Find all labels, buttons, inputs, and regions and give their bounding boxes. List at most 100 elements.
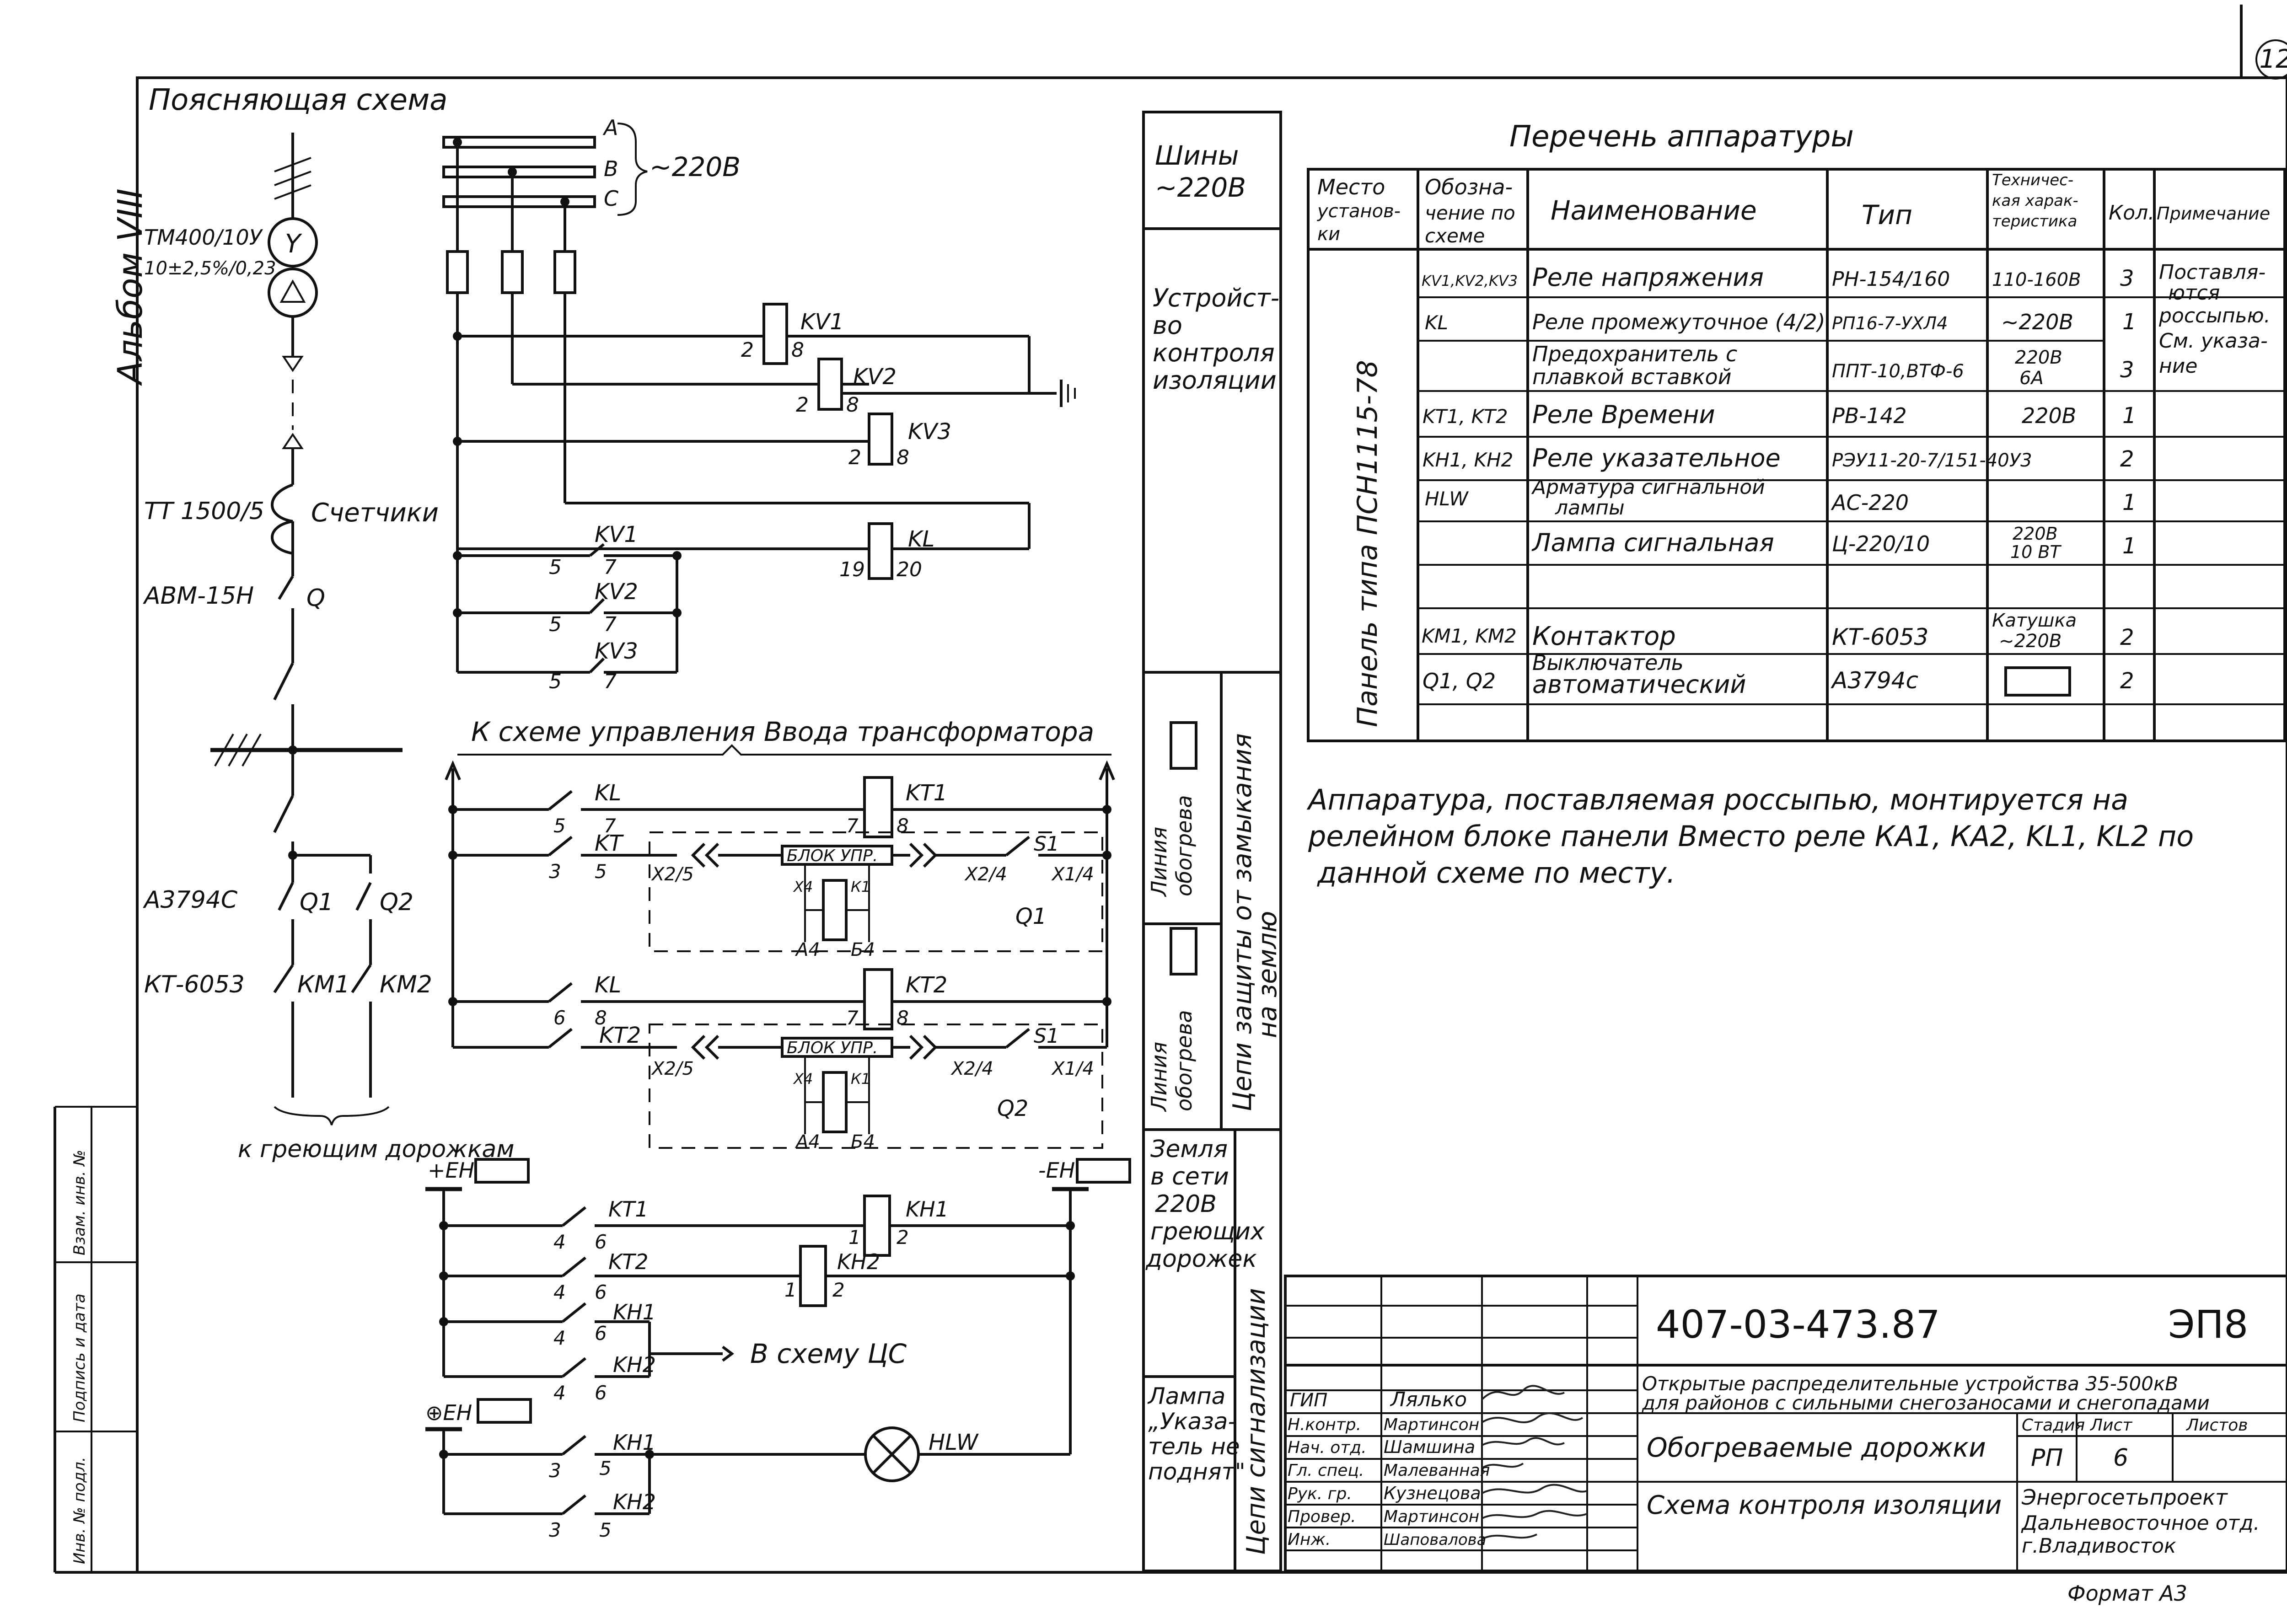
- section-legend: [1142, 111, 1282, 1572]
- row1-code: KV1,KV2,KV3: [1422, 272, 1518, 289]
- row2-name: Реле промежуточное (4/2): [1532, 310, 1825, 334]
- kv3-contact-7: 7: [604, 670, 617, 693]
- q2-x25: X2/5: [651, 1058, 694, 1079]
- kv1-contact-7: 7: [604, 556, 617, 579]
- kv3-term-8: 8: [897, 446, 909, 469]
- kv1-term-2: 2: [741, 338, 754, 362]
- to-paths-label: к греющим дорожкам: [238, 1136, 515, 1163]
- section-earth-4: греющих: [1150, 1218, 1265, 1245]
- kv2-contact-5: 5: [549, 613, 562, 636]
- section-signalling: Цепи сигнализации: [1241, 1288, 1271, 1555]
- plus-eh: +ЕН: [428, 1158, 474, 1183]
- row7-qty: 1: [2122, 533, 2137, 559]
- kv1-label: KV1: [800, 309, 844, 335]
- scheme-title: Поясняющая схема: [149, 83, 447, 117]
- name-nachotd: Шамшина: [1384, 1437, 1475, 1457]
- role-glspec: Гл. спец.: [1288, 1461, 1364, 1480]
- row5-type: РЭУ11-20-7/151-40У3: [1832, 450, 2032, 471]
- breaker-auto-label: А3794С: [143, 886, 238, 914]
- km1-label: КМ1: [297, 971, 350, 998]
- kh2-contact-4: 4: [553, 1382, 566, 1404]
- role-prover: Провер.: [1288, 1507, 1356, 1526]
- remark-5: ние: [2159, 354, 2197, 378]
- relay-kt1-coil: [863, 776, 893, 838]
- relay-kh1-coil: [863, 1195, 891, 1257]
- q2-k1: К1: [851, 1070, 870, 1088]
- stamp-sheet-header: Лист: [2089, 1416, 2132, 1435]
- row3-qty: 3: [2120, 357, 2134, 383]
- kt2-term-8: 8: [897, 1007, 909, 1029]
- format-label: Формат А3: [2067, 1581, 2187, 1606]
- q2-block: БЛОК УПР.: [787, 1039, 878, 1057]
- stamp-project-2: для районов с сильными снегозаносами и с…: [1642, 1392, 2210, 1414]
- equipment-list-title: Перечень аппаратуры: [1509, 120, 1854, 154]
- row10-name-1: Выключатель: [1532, 650, 1684, 675]
- sheet-number-text: 12: [2259, 44, 2287, 74]
- to-cs-note: В схему ЦС: [750, 1338, 907, 1369]
- q1-k1: К1: [851, 878, 870, 895]
- name-gip: Лялько: [1390, 1388, 1467, 1411]
- q1-a4: А4: [795, 939, 820, 960]
- section-lamp-3: тель не: [1148, 1433, 1240, 1460]
- kt2-contact-label: KT2: [599, 1023, 641, 1048]
- row9-char-1: Катушка: [1992, 610, 2077, 631]
- title-block: [1284, 1275, 2287, 1572]
- stamp-sheet-code: ЭП8: [2168, 1302, 2248, 1347]
- kv1-contact-label: KV1: [595, 522, 638, 547]
- section-earth-fault-2: на землю: [1253, 911, 1283, 1038]
- header-char-2: кая харак-: [1992, 192, 2078, 210]
- row1-type: РН-154/160: [1832, 268, 1950, 291]
- kt1-term-7: 7: [846, 815, 859, 837]
- kv2-contact-label: KV2: [595, 579, 638, 605]
- name-prover: Мартинсон: [1384, 1507, 1479, 1526]
- q1-x25: X2/5: [651, 864, 694, 885]
- hlw-label: HLW: [929, 1430, 979, 1455]
- kv3-label: KV3: [908, 419, 951, 445]
- q2-x14: X1/4: [1051, 1058, 1094, 1079]
- album-label: Альбом VIII: [111, 188, 150, 386]
- phase-b: B: [604, 156, 618, 181]
- row4-type: РВ-142: [1832, 403, 1907, 428]
- role-nachotd: Нач. отд.: [1288, 1438, 1367, 1457]
- header-remark: Примечание: [2157, 204, 2270, 224]
- fuse-a: [446, 250, 469, 294]
- note-line-2: релейном блоке панели Вместо реле КА1, К…: [1308, 820, 2194, 853]
- section-lamp-2: „Указа-: [1148, 1408, 1236, 1435]
- section-line-heat-1b: обогрева: [1172, 795, 1197, 896]
- row2-code: KL: [1425, 311, 1448, 334]
- control-block-q1: [781, 845, 893, 866]
- minus-eh-box: [1076, 1158, 1131, 1184]
- section-buses-2: ~220В: [1155, 172, 1246, 203]
- stamp-stage: РП: [2031, 1444, 2063, 1472]
- section-earth-fault-1: Цепи защиты от замыкания: [1228, 733, 1257, 1111]
- q1-x24: X2/4: [964, 864, 1007, 885]
- kl-contact-label-1: KL: [595, 780, 621, 806]
- kv2-contact-7: 7: [604, 613, 617, 636]
- row9-type: КТ-6053: [1832, 624, 1928, 650]
- role-inzh: Инж.: [1288, 1530, 1331, 1549]
- name-ncontr: Мартинсон: [1384, 1415, 1479, 1434]
- role-ncontr: Н.контр.: [1288, 1415, 1361, 1434]
- row5-name: Реле указательное: [1532, 444, 1781, 472]
- margin-replace-inv: Взам. инв. №: [70, 1150, 89, 1255]
- row4-name: Реле Времени: [1532, 400, 1715, 429]
- role-gip: ГИП: [1290, 1390, 1327, 1411]
- row3-type: ППТ-10,ВТФ-6: [1832, 361, 1964, 382]
- kt2-sig-6: 6: [595, 1281, 607, 1303]
- brace-paths: [274, 1106, 390, 1126]
- kl-coil-label: KL: [908, 526, 934, 552]
- kv3-contact-label: KV3: [595, 638, 638, 664]
- kv3-contact-5: 5: [549, 670, 562, 693]
- section-line-heat-1a: Линия: [1147, 827, 1171, 897]
- row2-type: РП16-7-УХЛ4: [1832, 313, 1948, 333]
- section-device-3: контроля: [1153, 338, 1275, 367]
- role-rukgr: Рук. гр.: [1288, 1485, 1352, 1503]
- section-earth-2: в сети: [1150, 1163, 1229, 1190]
- kt2-term-7: 7: [846, 1007, 859, 1029]
- relay-kv3-coil: [868, 413, 893, 466]
- control-circuit: [445, 760, 1115, 1149]
- header-char-1: Техничес-: [1992, 171, 2073, 189]
- kh1-term-1: 1: [848, 1226, 861, 1249]
- kv2-label: KV2: [853, 364, 897, 390]
- header-code-3: схеме: [1425, 225, 1485, 247]
